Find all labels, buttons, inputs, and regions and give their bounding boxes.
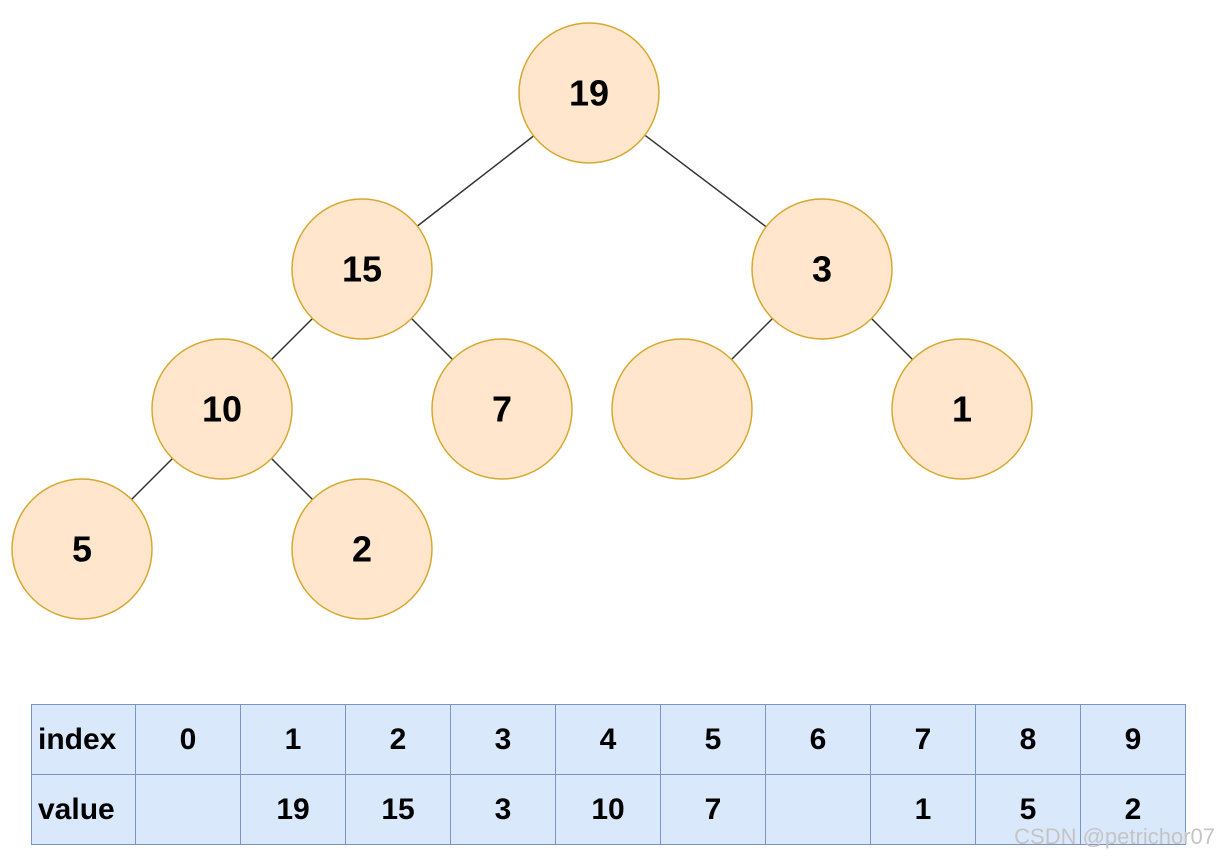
tree-edges: [130, 134, 914, 501]
value-cell: 3: [450, 774, 556, 845]
index-cell: 7: [870, 704, 976, 775]
tree-node: [611, 338, 753, 480]
index-row: index 0 1 2 3 4 5 6 7 8 9: [31, 704, 1186, 775]
tree-node: 1: [891, 338, 1033, 480]
value-header: value: [31, 774, 136, 845]
index-cell: 2: [345, 704, 451, 775]
heap-array-table: index 0 1 2 3 4 5 6 7 8 9 value 19 15 3 …: [31, 704, 1186, 845]
index-cell: 5: [660, 704, 766, 775]
tree-node: 5: [11, 478, 153, 620]
watermark-text: CSDN @petrichor07: [1014, 824, 1215, 849]
value-cell: [135, 774, 241, 845]
tree-node-label: 3: [812, 249, 832, 290]
tree-node: 19: [518, 22, 660, 164]
value-cell: 2: [1080, 774, 1186, 845]
index-header: index: [31, 704, 136, 775]
tree-node-label: 19: [569, 73, 609, 114]
tree-edge: [270, 317, 314, 361]
tree-node-circle: [518, 22, 660, 164]
tree-node-label: 5: [72, 529, 92, 570]
tree-edge: [410, 317, 454, 361]
tree-node-circle: [151, 338, 293, 480]
tree-edge: [870, 317, 914, 361]
tree-node: 7: [431, 338, 573, 480]
tree-edge: [644, 134, 767, 228]
tree-node: 10: [151, 338, 293, 480]
tree-edge: [130, 457, 174, 501]
index-cell: 6: [765, 704, 871, 775]
index-cell: 9: [1080, 704, 1186, 775]
tree-node: 2: [291, 478, 433, 620]
index-cell: 8: [975, 704, 1081, 775]
value-row: value 19 15 3 10 7 1 5 2: [31, 774, 1186, 845]
tree-node-circle: [291, 478, 433, 620]
tree-node-circle: [431, 338, 573, 480]
index-cell: 4: [555, 704, 661, 775]
value-cell: 19: [240, 774, 346, 845]
value-cell: 10: [555, 774, 661, 845]
tree-node-label: 15: [342, 249, 382, 290]
tree-edge: [416, 135, 535, 227]
tree-node: 15: [291, 198, 433, 340]
index-cell: 0: [135, 704, 241, 775]
tree-node-circle: [11, 478, 153, 620]
tree-node-circle: [751, 198, 893, 340]
tree-node-label: 2: [352, 529, 372, 570]
tree-node-circle: [611, 338, 753, 480]
value-cell: 5: [975, 774, 1081, 845]
tree-node-label: 7: [492, 389, 512, 430]
value-cell: 1: [870, 774, 976, 845]
tree-node-circle: [291, 198, 433, 340]
value-cell: [765, 774, 871, 845]
tree-node-label: 10: [202, 389, 242, 430]
tree-node-circle: [891, 338, 1033, 480]
value-cell: 7: [660, 774, 766, 845]
tree-edge: [730, 317, 774, 361]
tree-edge: [270, 457, 314, 501]
index-cell: 3: [450, 704, 556, 775]
tree-node: 3: [751, 198, 893, 340]
tree-node-label: 1: [952, 389, 972, 430]
value-cell: 15: [345, 774, 451, 845]
index-cell: 1: [240, 704, 346, 775]
